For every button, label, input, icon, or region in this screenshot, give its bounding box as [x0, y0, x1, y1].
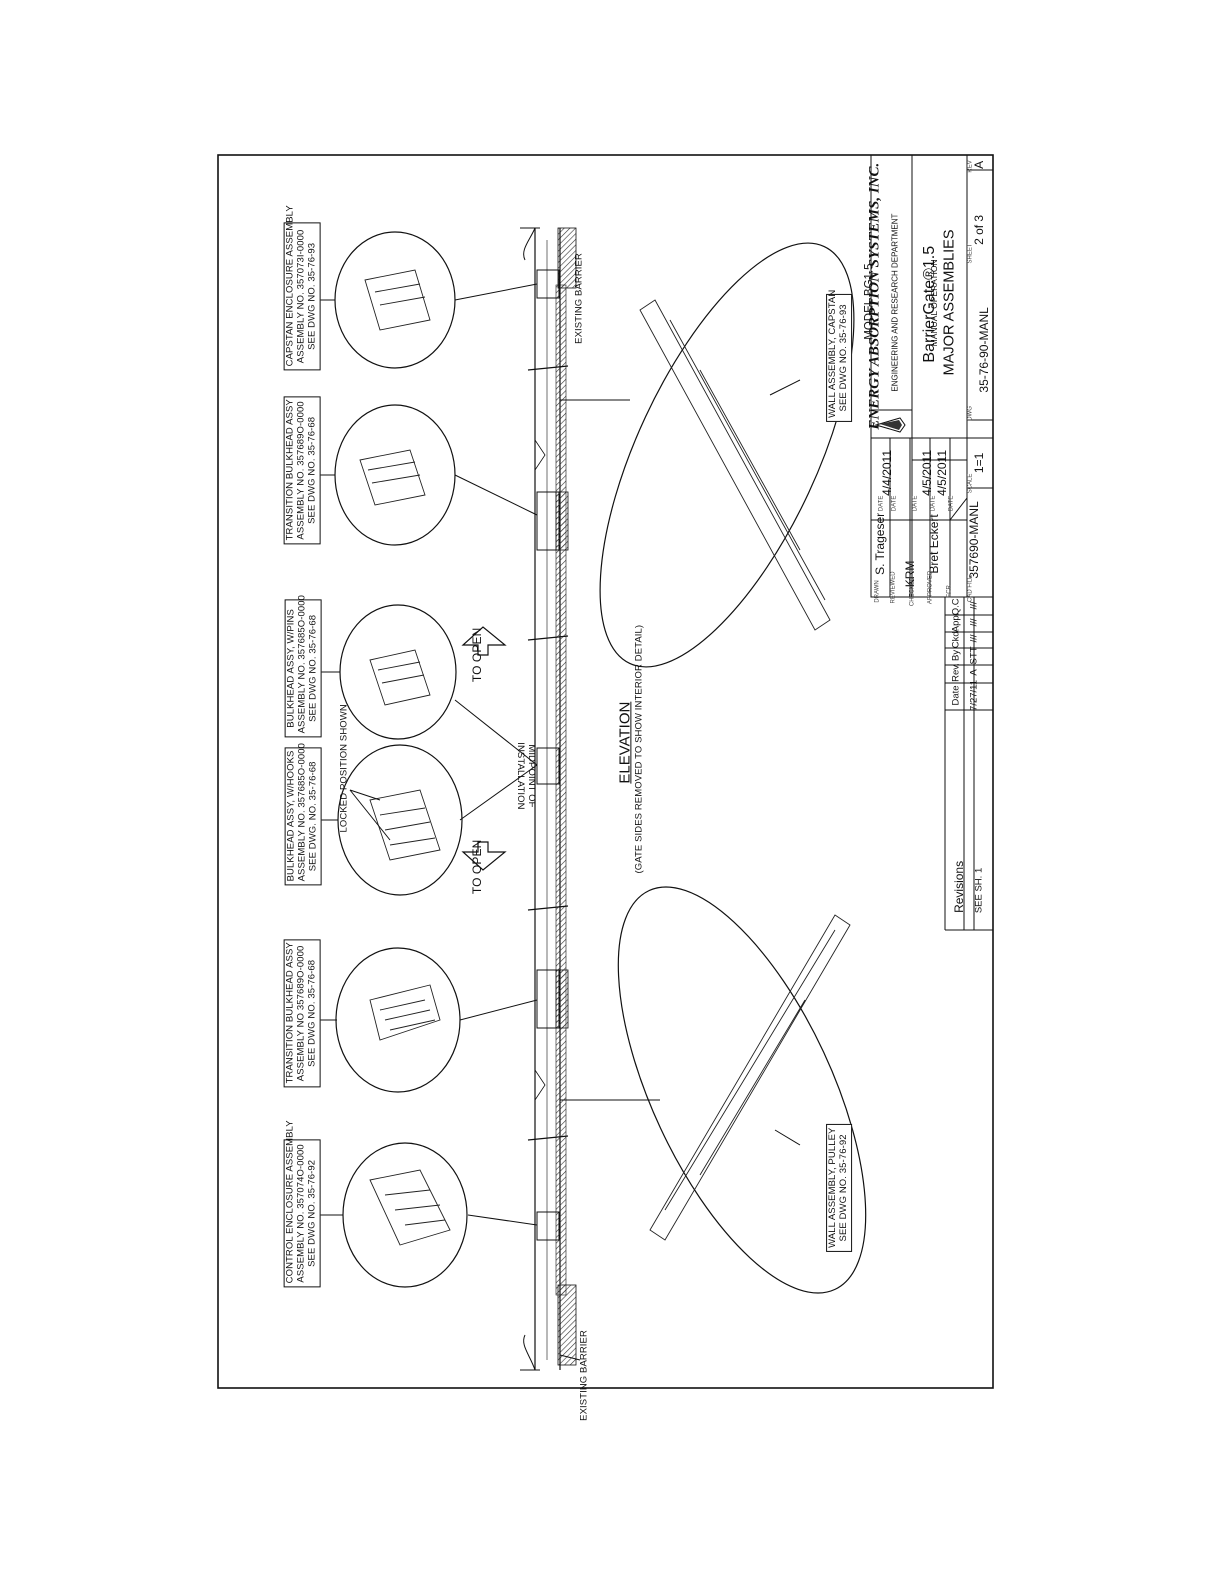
existing-barrier-hatch	[557, 227, 577, 1366]
drawing-border	[217, 154, 994, 1389]
company-logo	[874, 417, 906, 433]
bubble-control-enclosure	[342, 1142, 468, 1288]
gate-elevation	[520, 227, 569, 1371]
bubble-transition-bulkhead-right	[334, 404, 456, 546]
bubble-bulkhead-pins	[339, 604, 457, 740]
bubble-bulkhead-hooks	[337, 744, 463, 896]
bubble-wall-pulley	[617, 886, 867, 1294]
to-open-arrow-left	[461, 841, 507, 871]
detail-bubbles	[334, 231, 867, 1294]
bubble-capstan-enclosure	[334, 231, 456, 369]
to-open-arrows	[461, 626, 507, 871]
to-open-arrow-right	[461, 626, 507, 656]
bubble-wall-capstan	[599, 242, 855, 668]
title-block	[870, 154, 994, 931]
bubble-sketches	[359, 269, 851, 1246]
bubble-transition-bulkhead-left	[335, 947, 461, 1093]
